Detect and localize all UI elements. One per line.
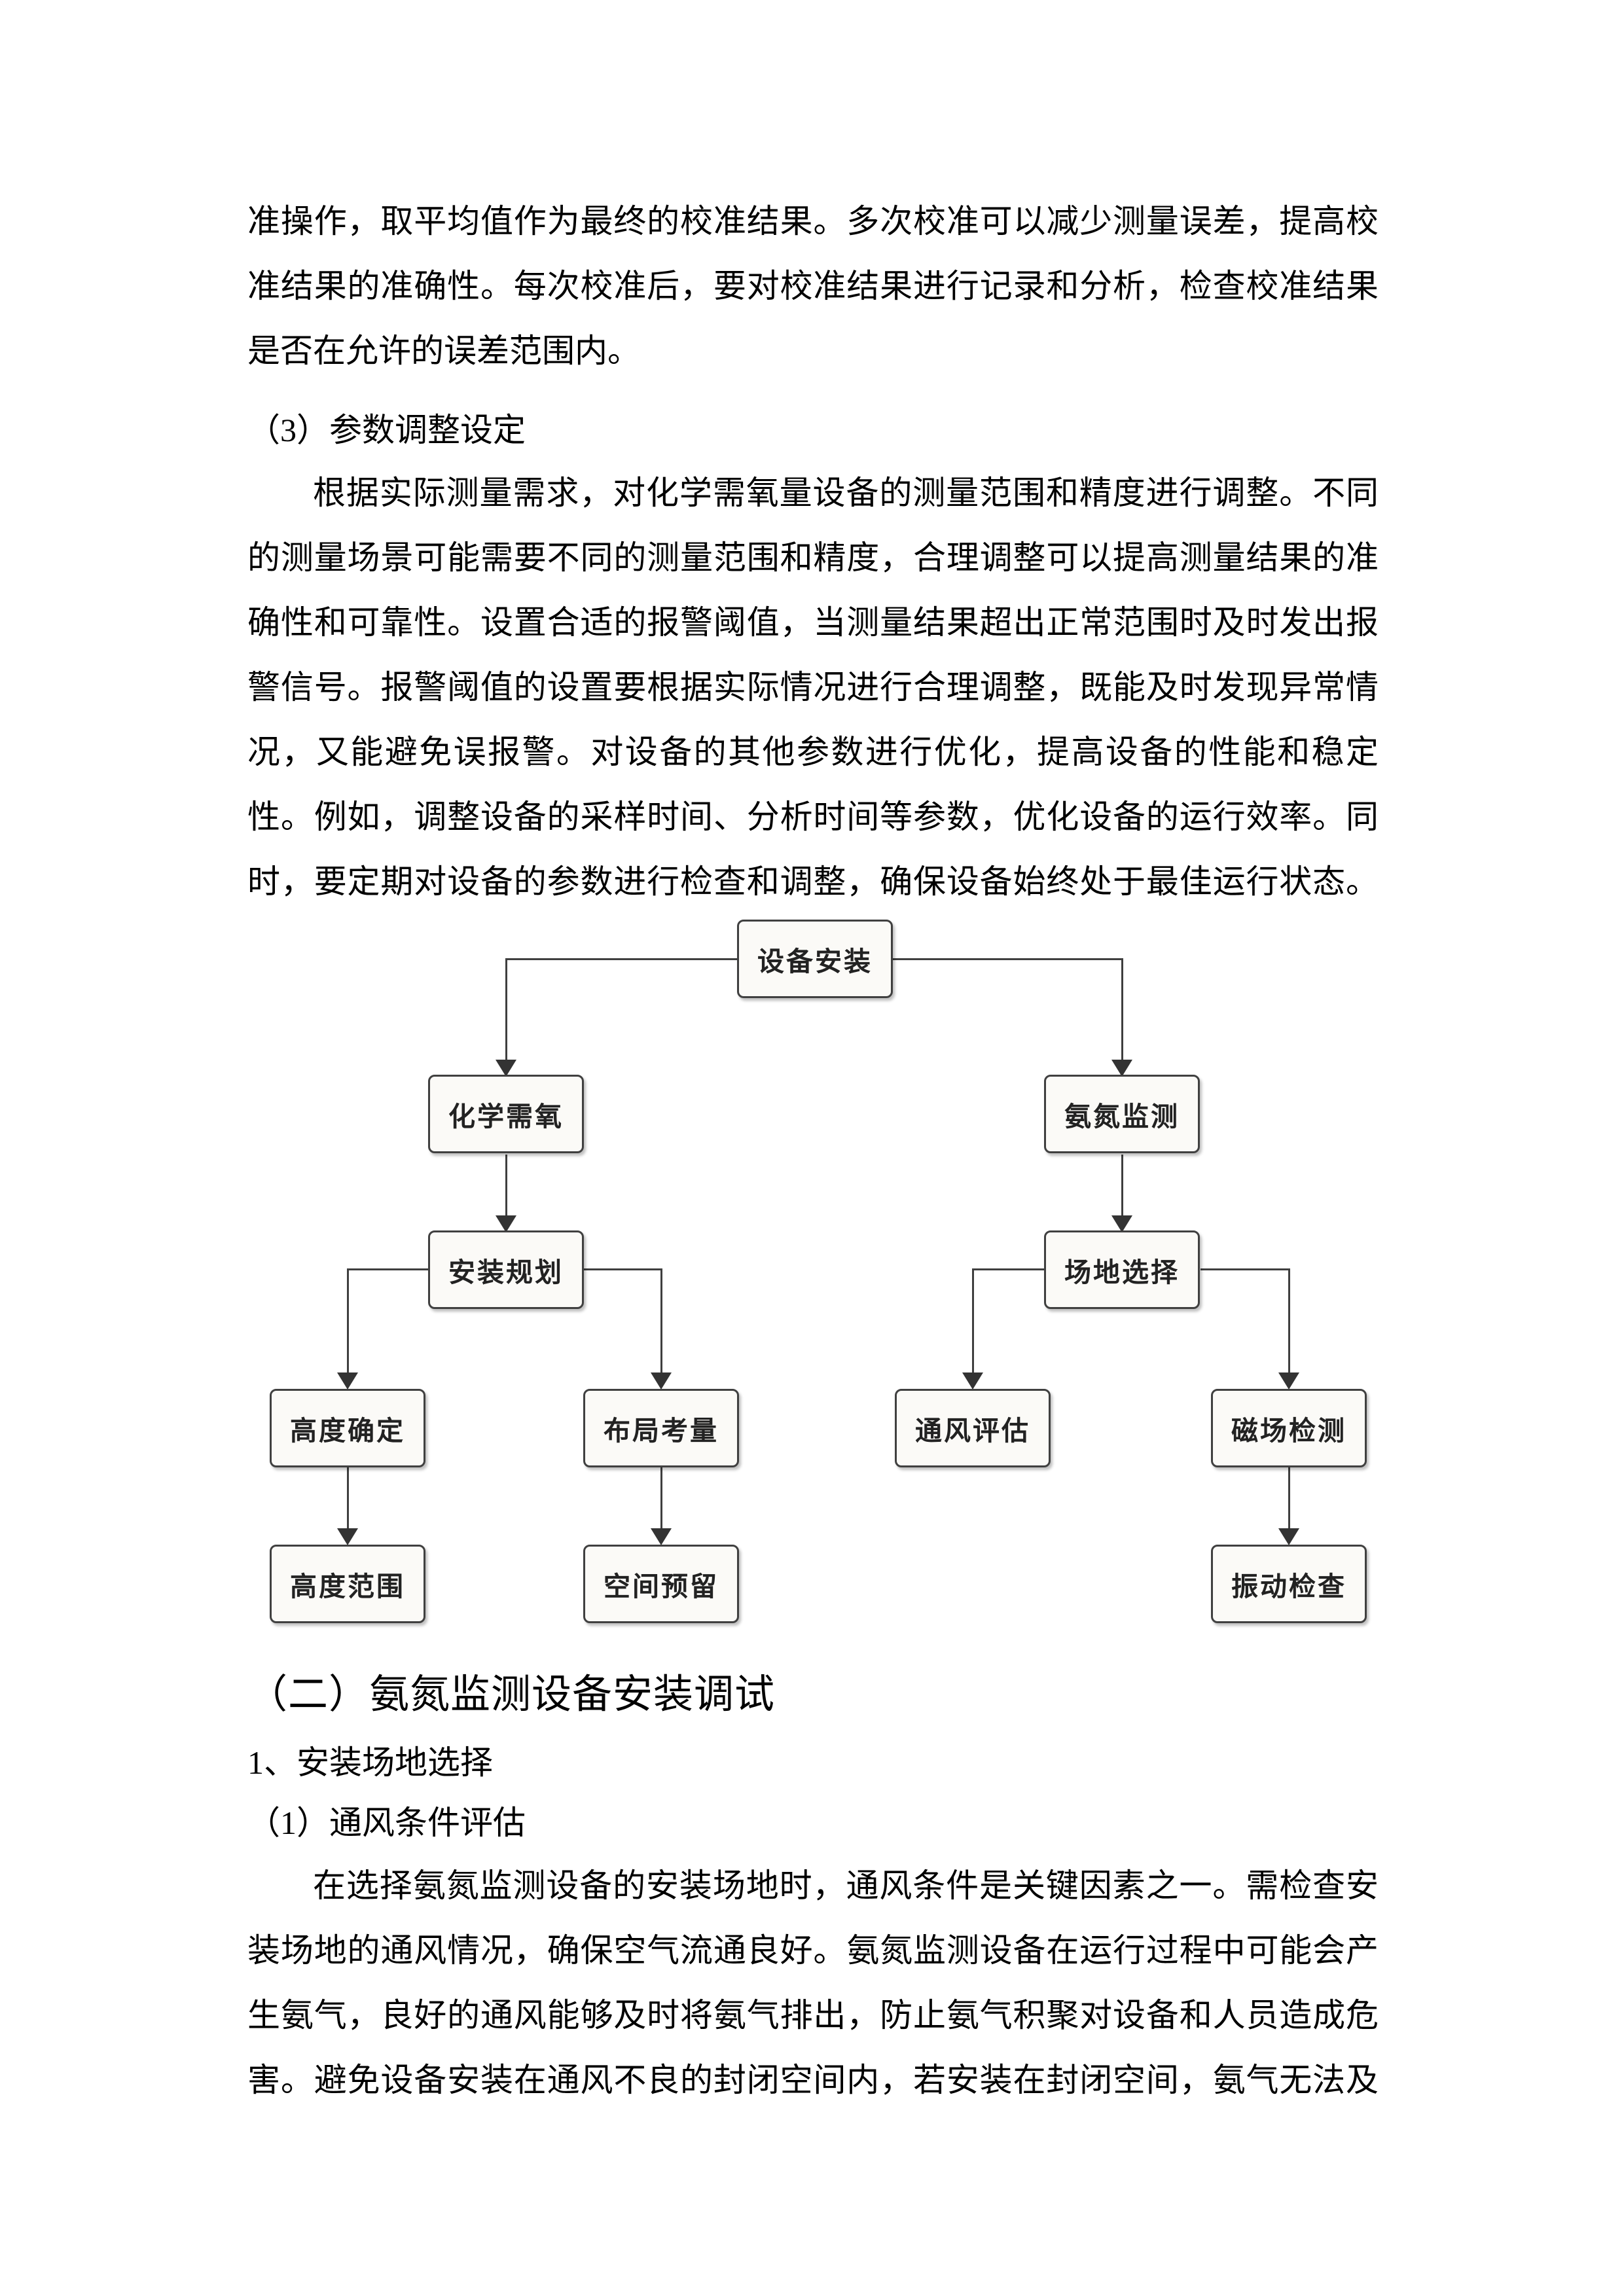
connector-root-to-ammonia-horizontal	[893, 958, 1123, 960]
subheading-1: 1、安装场地选择	[247, 1744, 493, 1781]
paragraph-line: 准操作，取平均值作为最终的校准结果。多次校准可以减少测量误差，提高校	[247, 203, 1379, 240]
paragraph-line: 性。例如，调整设备的采样时间、分析时间等参数，优化设备的运行效率。同	[247, 798, 1379, 835]
connector-site-to-ventilation-horizontal	[973, 1268, 1045, 1270]
connector-ammonia-to-site	[1121, 1155, 1123, 1216]
node-installation-planning: 安装规划	[428, 1230, 584, 1309]
paragraph-line: 警信号。报警阈值的设置要根据实际情况进行合理调整，既能及时发现异常情	[247, 669, 1379, 706]
node-height-determination: 高度确定	[270, 1389, 425, 1467]
node-device-installation: 设备安装	[737, 920, 893, 998]
connector-planning-to-layout-vertical	[660, 1268, 662, 1373]
arrowhead-down-icon	[337, 1528, 358, 1545]
subheading-1-1: （1）通风条件评估	[247, 1804, 526, 1841]
node-space-reservation: 空间预留	[583, 1545, 739, 1623]
node-site-selection: 场地选择	[1044, 1230, 1200, 1309]
heading-section-2: （二）氨氮监测设备安装调试	[247, 1673, 776, 1717]
node-height-range: 高度范围	[270, 1545, 425, 1623]
arrowhead-down-icon	[1278, 1528, 1299, 1545]
arrowhead-down-icon	[496, 1215, 516, 1232]
arrowhead-down-icon	[962, 1372, 983, 1390]
connector-site-to-magnetic-horizontal	[1200, 1268, 1289, 1270]
paragraph-line: 确性和可靠性。设置合适的报警阈值，当测量结果超出正常范围时及时发出报	[247, 604, 1379, 641]
node-cod-device: 化学需氧	[428, 1075, 584, 1153]
node-layout-consideration: 布局考量	[583, 1389, 739, 1467]
paragraph-line: 况，又能避免误报警。对设备的其他参数进行优化，提高设备的性能和稳定	[247, 734, 1379, 770]
paragraph-line: 在选择氨氮监测设备的安装场地时，通风条件是关键因素之一。需检查安	[313, 1867, 1379, 1904]
connector-root-to-ammonia-vertical	[1121, 958, 1123, 1060]
node-ventilation-assessment: 通风评估	[895, 1389, 1051, 1467]
connector-magnetic-to-vibration	[1288, 1467, 1290, 1529]
connector-planning-to-height-horizontal	[348, 1268, 428, 1270]
heading-item-3: （3）参数调整设定	[247, 412, 526, 448]
node-magnetic-field-detection: 磁场检测	[1211, 1389, 1367, 1467]
connector-site-to-ventilation-vertical	[972, 1268, 974, 1373]
node-vibration-check: 振动检查	[1211, 1545, 1367, 1623]
paragraph-line: 装场地的通风情况，确保空气流通良好。氨氮监测设备在运行过程中可能会产	[247, 1932, 1379, 1969]
connector-planning-to-height-vertical	[347, 1268, 349, 1373]
arrowhead-down-icon	[651, 1372, 672, 1390]
arrowhead-down-icon	[337, 1372, 358, 1390]
node-ammonia-monitoring: 氨氮监测	[1044, 1075, 1200, 1153]
arrowhead-down-icon	[1111, 1215, 1132, 1232]
connector-planning-to-layout-horizontal	[584, 1268, 662, 1270]
paragraph-line: 是否在允许的误差范围内。	[247, 332, 640, 369]
paragraph-line: 的测量场景可能需要不同的测量范围和精度，合理调整可以提高测量结果的准	[247, 539, 1379, 576]
paragraph-line: 害。避免设备安装在通风不良的封闭空间内，若安装在封闭空间，氨气无法及	[247, 2062, 1379, 2098]
connector-cod-to-planning	[505, 1155, 507, 1216]
connector-root-to-cod-vertical	[505, 958, 507, 1060]
connector-layout-to-space	[660, 1467, 662, 1529]
arrowhead-down-icon	[651, 1528, 672, 1545]
arrowhead-down-icon	[496, 1060, 516, 1077]
arrowhead-down-icon	[1111, 1060, 1132, 1077]
connector-root-to-cod-horizontal	[506, 958, 737, 960]
connector-site-to-magnetic-vertical	[1288, 1268, 1290, 1373]
paragraph-line: 准结果的准确性。每次校准后，要对校准结果进行记录和分析，检查校准结果	[247, 268, 1379, 304]
paragraph-line: 生氨气，良好的通风能够及时将氨气排出，防止氨气积聚对设备和人员造成危	[247, 1997, 1379, 2034]
arrowhead-down-icon	[1278, 1372, 1299, 1390]
paragraph-line: 根据实际测量需求，对化学需氧量设备的测量范围和精度进行调整。不同	[313, 475, 1379, 511]
connector-height-to-range	[347, 1467, 349, 1529]
paragraph-line: 时，要定期对设备的参数进行检查和调整，确保设备始终处于最佳运行状态。	[247, 863, 1379, 900]
